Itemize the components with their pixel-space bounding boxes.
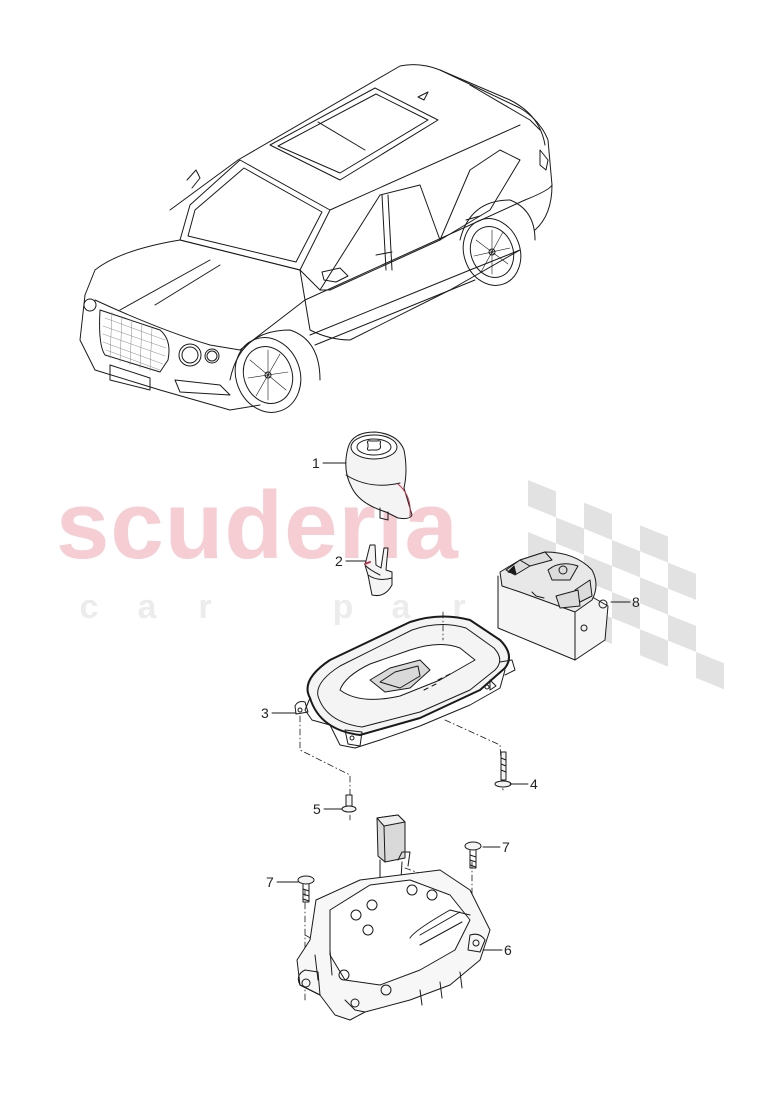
tagline-letter: c: [79, 588, 99, 626]
part-6-selector-mechanism: [296, 814, 491, 1021]
part-label-6[interactable]: 6: [504, 942, 512, 958]
part-1-gear-knob: [345, 431, 413, 521]
part-3-trim-panel: [294, 615, 516, 749]
leader-lines: [271, 462, 631, 951]
part-label-3[interactable]: 3: [261, 705, 269, 721]
part-label-5[interactable]: 5: [313, 801, 321, 817]
part-label-7-left[interactable]: 7: [266, 874, 274, 890]
part-label-4[interactable]: 4: [530, 776, 538, 792]
part-7-screw-right: [464, 841, 482, 869]
part-5-screw: [341, 794, 357, 813]
part-label-8[interactable]: 8: [632, 594, 640, 610]
part-7-screw-left: [297, 875, 315, 903]
tagline-letter: p: [332, 588, 354, 626]
part-4-screw: [494, 751, 512, 788]
vehicle-illustration: [79, 64, 553, 413]
tagline-letter: r: [198, 588, 212, 626]
tagline-letter: a: [391, 588, 411, 626]
part-8-switch-module: [497, 551, 609, 661]
part-2-knob-insert: [364, 544, 393, 596]
part-label-1[interactable]: 1: [312, 455, 320, 471]
part-label-7-right[interactable]: 7: [502, 839, 510, 855]
part-label-2[interactable]: 2: [335, 553, 343, 569]
tagline-letter: a: [137, 588, 157, 626]
tagline-letter: r: [452, 588, 466, 626]
